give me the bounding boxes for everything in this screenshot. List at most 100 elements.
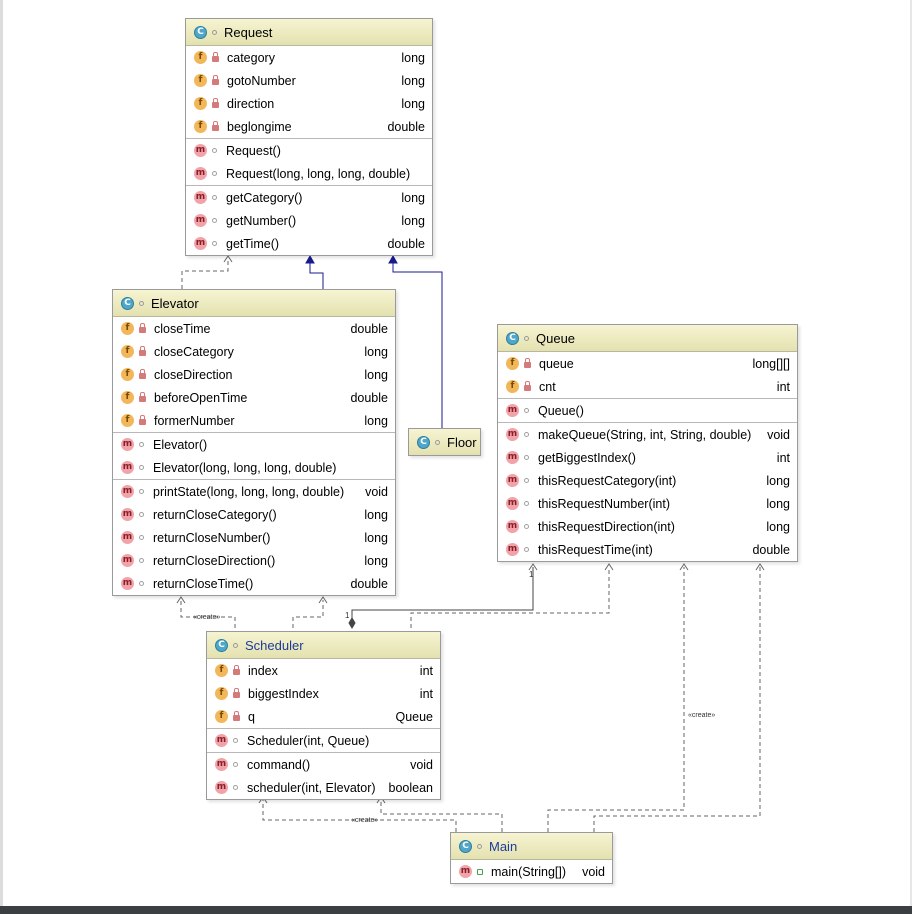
method-return-type: void bbox=[410, 757, 433, 772]
edge-elevator-request-dependency bbox=[181, 258, 229, 289]
field-icon: f bbox=[506, 357, 519, 370]
method-return-type: boolean bbox=[388, 780, 434, 795]
class-name: Elevator bbox=[151, 295, 199, 311]
field-icon: f bbox=[194, 97, 207, 110]
package-visibility-icon bbox=[524, 501, 529, 506]
constructor-name: Request(long, long, long, double) bbox=[226, 166, 411, 181]
package-visibility-icon bbox=[139, 535, 144, 540]
constructor-name: Elevator(long, long, long, double) bbox=[153, 460, 337, 475]
method-return-type: long bbox=[364, 530, 388, 545]
constructor-name: Scheduler(int, Queue) bbox=[247, 733, 370, 748]
class-name: Request bbox=[224, 24, 273, 40]
class-header[interactable]: C Floor bbox=[409, 429, 480, 455]
edge-scheduler-queue-aggregation bbox=[351, 567, 534, 624]
class-header[interactable]: C Queue bbox=[498, 325, 797, 352]
method-name: thisRequestNumber(int) bbox=[538, 496, 670, 511]
method-icon: m bbox=[121, 554, 134, 567]
edge-main-scheduler-create bbox=[262, 800, 457, 832]
method-icon: m bbox=[194, 214, 207, 227]
class-header[interactable]: C Scheduler bbox=[207, 632, 440, 659]
method-return-type: long bbox=[766, 473, 790, 488]
arrowhead-dep-elevator bbox=[318, 596, 328, 604]
arrowhead-create-queue bbox=[679, 563, 689, 571]
edge-main-queue-dependency bbox=[593, 567, 761, 832]
create-label-scheduler-elevator: «create» bbox=[193, 614, 220, 621]
private-lock-icon bbox=[212, 121, 219, 131]
package-visibility-icon bbox=[139, 512, 144, 517]
class-header[interactable]: C Main bbox=[451, 833, 612, 860]
field-type: long[][] bbox=[752, 356, 790, 371]
package-visibility-icon bbox=[212, 171, 217, 176]
method-name: printState(long, long, long, double) bbox=[153, 484, 345, 499]
method-icon: m bbox=[506, 520, 519, 533]
class-header[interactable]: C Elevator bbox=[113, 290, 395, 317]
edge-scheduler-elevator-create bbox=[180, 600, 236, 628]
method-icon: m bbox=[121, 508, 134, 521]
arrowhead-dep-queue bbox=[604, 563, 614, 571]
multiplicity-scheduler: 1 bbox=[345, 611, 350, 620]
method-name: returnCloseCategory() bbox=[153, 507, 277, 522]
method-name: thisRequestCategory(int) bbox=[538, 473, 677, 488]
package-visibility-icon bbox=[477, 843, 482, 849]
class-floor[interactable]: C Floor bbox=[408, 428, 481, 456]
field-type: double bbox=[387, 119, 425, 134]
method-return-type: long bbox=[364, 553, 388, 568]
class-name: Scheduler bbox=[245, 637, 304, 653]
method-return-type: void bbox=[767, 427, 790, 442]
field-name: direction bbox=[227, 96, 275, 111]
arrowhead-elevator-request bbox=[223, 255, 233, 263]
field-type: int bbox=[419, 663, 433, 678]
field-icon: f bbox=[121, 414, 134, 427]
field-type: int bbox=[776, 379, 790, 394]
package-visibility-icon bbox=[233, 738, 238, 743]
class-header[interactable]: C Request bbox=[186, 19, 432, 46]
class-icon: C bbox=[121, 296, 134, 310]
method-name: makeQueue(String, int, String, double) bbox=[538, 427, 752, 442]
constructor-name: Elevator() bbox=[153, 437, 208, 452]
package-visibility-icon bbox=[233, 785, 238, 790]
